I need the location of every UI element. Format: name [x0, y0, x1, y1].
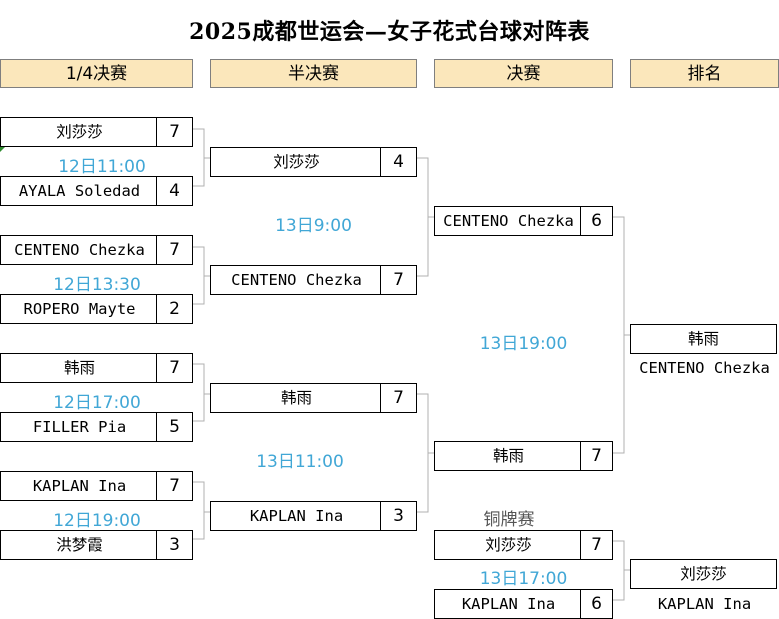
qf3-player2-score: 5 [156, 413, 192, 441]
qf3-player2-name: FILLER Pia [32, 418, 127, 436]
qf2-player2-row: ROPERO Mayte 2 [0, 294, 193, 324]
qf2-player1-score: 7 [156, 236, 192, 264]
final-time: 13日19:00 [479, 334, 568, 354]
ranking-fourth: KAPLAN Ina [657, 595, 752, 613]
qf1-time: 12日11:00 [58, 157, 146, 177]
sf1-time: 13日9:00 [275, 216, 352, 236]
ranking-third-row: 刘莎莎 [630, 559, 777, 589]
bronze-player2-name: KAPLAN Ina [461, 595, 556, 613]
qf4-player2-score: 3 [156, 531, 192, 559]
final-player2-name: 韩雨 [492, 447, 524, 465]
qf3-player1-row: 韩雨 7 [0, 353, 193, 383]
final-player1-row: CENTENO Chezka 6 [434, 206, 613, 236]
bronze-player1-name: 刘莎莎 [485, 536, 532, 554]
qf1-player1-row: 刘莎莎 7 [0, 117, 193, 147]
bronze-time: 13日17:00 [479, 569, 568, 589]
qf2-player2-score: 2 [156, 295, 192, 323]
sf2-player1-score: 7 [380, 384, 416, 412]
sf1-player2-score: 7 [380, 266, 416, 294]
qf4-player1-name: KAPLAN Ina [32, 477, 127, 495]
bronze-player2-score: 6 [580, 590, 612, 618]
qf4-player1-row: KAPLAN Ina 7 [0, 471, 193, 501]
sf1-player1-name: 刘莎莎 [273, 153, 320, 171]
sf1-player2-row: CENTENO Chezka 7 [210, 265, 417, 295]
final-player2-score: 7 [580, 442, 612, 470]
sf1-player1-row: 刘莎莎 4 [210, 147, 417, 177]
qf2-time: 12日13:30 [53, 275, 141, 295]
qf3-player2-row: FILLER Pia 5 [0, 412, 193, 442]
qf2-player1-row: CENTENO Chezka 7 [0, 235, 193, 265]
ranking-third: 刘莎莎 [680, 565, 727, 583]
bronze-player2-row: KAPLAN Ina 6 [434, 589, 613, 619]
ranking-second: CENTENO Chezka [639, 359, 770, 377]
cell-comment-marker [0, 146, 6, 152]
qf1-player2-score: 4 [156, 177, 192, 205]
qf3-player1-score: 7 [156, 354, 192, 382]
header-final: 决赛 [434, 59, 613, 88]
qf2-player1-name: CENTENO Chezka [14, 241, 145, 259]
header-semifinal: 半决赛 [210, 59, 417, 88]
sf1-player2-name: CENTENO Chezka [231, 271, 362, 289]
final-player2-row: 韩雨 7 [434, 441, 613, 471]
qf3-player1-name: 韩雨 [63, 359, 95, 377]
ranking-first-row: 韩雨 [630, 324, 777, 354]
sf2-player2-row: KAPLAN Ina 3 [210, 501, 417, 531]
qf4-player2-name: 洪梦霞 [56, 536, 103, 554]
sf2-player1-name: 韩雨 [280, 389, 312, 407]
final-player1-score: 6 [580, 207, 612, 235]
final-player1-name: CENTENO Chezka [443, 212, 574, 230]
qf1-player1-score: 7 [156, 118, 192, 146]
bronze-player1-row: 刘莎莎 7 [434, 530, 613, 560]
sf2-player2-name: KAPLAN Ina [249, 507, 344, 525]
qf1-player1-name: 刘莎莎 [56, 123, 103, 141]
sf2-time: 13日11:00 [256, 452, 344, 472]
ranking-first: 韩雨 [687, 330, 719, 348]
qf1-player2-name: AYALA Soledad [18, 182, 141, 200]
sf2-player1-row: 韩雨 7 [210, 383, 417, 413]
qf1-player2-row: AYALA Soledad 4 [0, 176, 193, 206]
page-title: 2025成都世运会—女子花式台球对阵表 [189, 19, 590, 45]
qf4-time: 12日19:00 [53, 511, 141, 531]
qf4-player2-row: 洪梦霞 3 [0, 530, 193, 560]
qf4-player1-score: 7 [156, 472, 192, 500]
bronze-label: 铜牌赛 [483, 510, 535, 530]
sf2-player2-score: 3 [380, 502, 416, 530]
qf2-player2-name: ROPERO Mayte [23, 300, 136, 318]
sf1-player1-score: 4 [380, 148, 416, 176]
header-quarterfinal: 1/4决赛 [0, 59, 193, 88]
qf3-time: 12日17:00 [53, 393, 141, 413]
bronze-player1-score: 7 [580, 531, 612, 559]
